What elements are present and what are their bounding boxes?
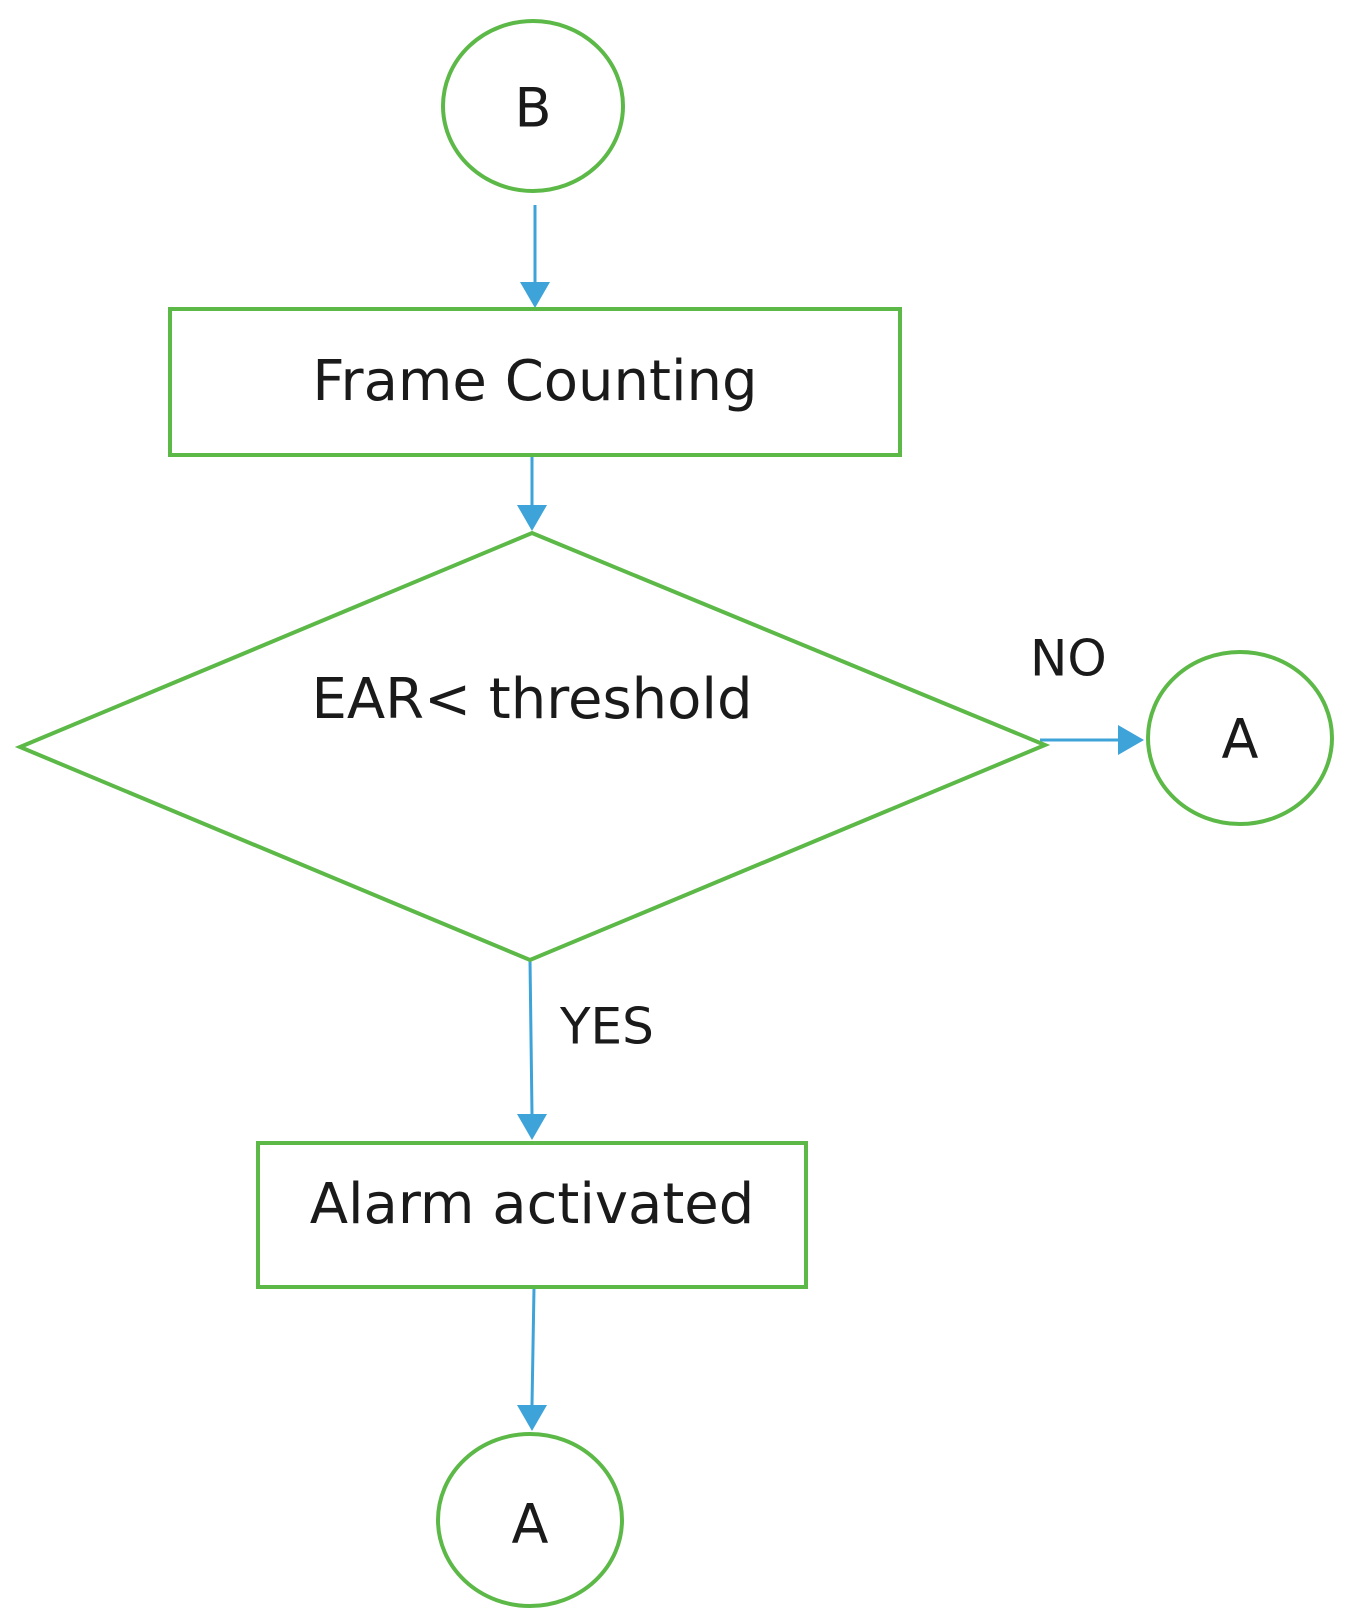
edge-frame-counting-to-decision (517, 455, 547, 531)
arrowhead-icon (1118, 725, 1144, 755)
arrowhead-icon (517, 1405, 547, 1431)
edge-b-to-frame-counting (520, 205, 550, 308)
alarm-label: Alarm activated (310, 1172, 755, 1237)
arrowhead-icon (520, 282, 550, 308)
edge-alarm-to-a (517, 1287, 547, 1431)
frame-counting-label: Frame Counting (312, 349, 757, 414)
edge-decision-yes (517, 959, 547, 1140)
end-connector-a: A (436, 1432, 624, 1608)
edge-label-no: NO (1030, 630, 1107, 688)
process-frame-counting: Frame Counting (168, 307, 902, 457)
arrowhead-icon (517, 505, 547, 531)
end-connector-label: A (512, 1493, 549, 1556)
process-alarm-activated: Alarm activated (256, 1141, 808, 1289)
edge-label-yes: YES (559, 998, 654, 1056)
no-connector-label: A (1222, 708, 1259, 771)
arrowhead-icon (517, 1114, 547, 1140)
decision-label: EAR< threshold (311, 667, 752, 732)
edge-decision-no (1040, 725, 1144, 755)
start-connector-b: B (441, 19, 625, 193)
decision-ear-threshold: EAR< threshold (14, 530, 1051, 963)
start-connector-label: B (514, 77, 551, 140)
connector-a-no-branch: A (1146, 650, 1334, 826)
